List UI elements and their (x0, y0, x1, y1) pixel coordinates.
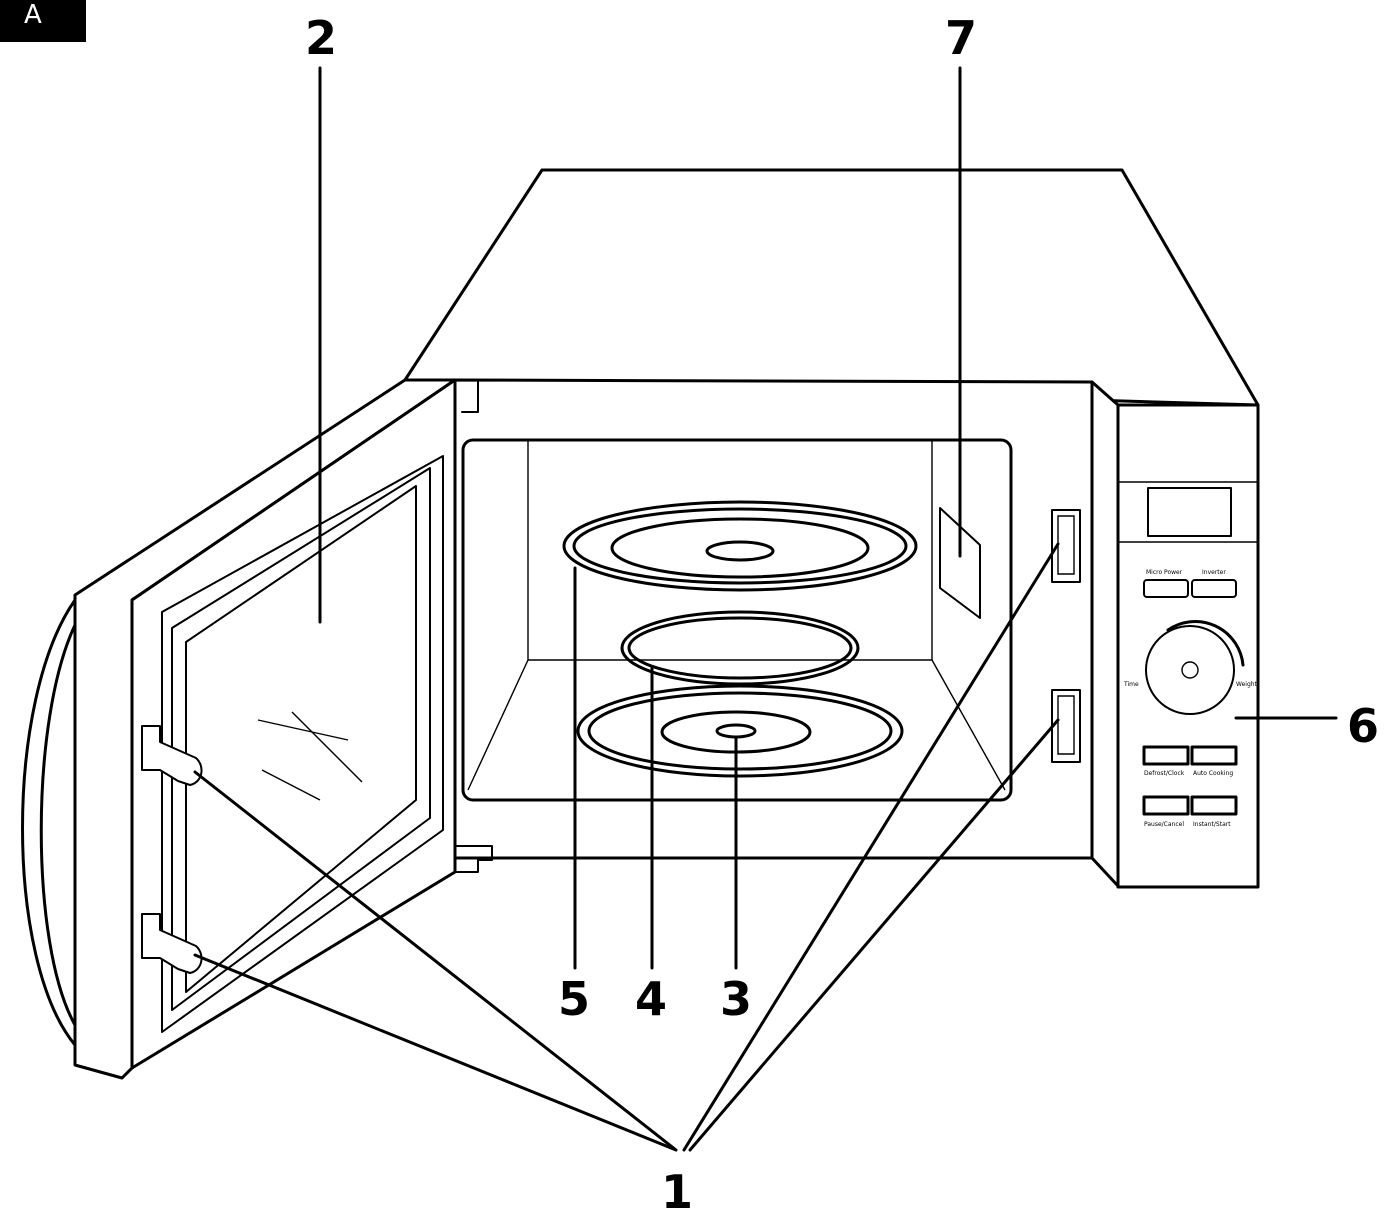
waveguide-cover (939, 507, 981, 619)
cabinet-top (403, 168, 1260, 407)
micro-power-button[interactable] (1143, 579, 1189, 598)
turntable-outer (562, 500, 918, 592)
turntable-center (705, 540, 775, 562)
callout-7: 7 (945, 11, 977, 65)
door-inner-frame (161, 455, 444, 1033)
coupler-base-outer (576, 684, 904, 778)
panel-label-defrost-clock: Defrost/Clock (1144, 770, 1185, 777)
panel-label-pause-cancel: Pause/Cancel (1144, 821, 1184, 828)
inverter-button[interactable] (1191, 579, 1237, 598)
defrost-clock-button[interactable] (1142, 745, 1190, 766)
pause-cancel-button[interactable] (1142, 795, 1190, 816)
leader-1a (193, 770, 678, 1152)
coupler-base-rim (587, 691, 893, 771)
turntable-inner (610, 517, 870, 579)
instant-start-button[interactable] (1190, 795, 1238, 816)
panel-label-micro-power: Micro Power (1146, 569, 1183, 576)
callout-1: 1 (661, 1165, 693, 1215)
callout-4: 4 (635, 972, 667, 1026)
control-panel-side (1090, 380, 1120, 888)
turntable-rim (572, 507, 908, 585)
callout-6: 6 (1347, 699, 1379, 753)
panel-label-inverter: Inverter (1202, 569, 1226, 576)
door-gasket (171, 467, 431, 1011)
panel-label-instant-start: Instant/Start (1193, 821, 1231, 828)
panel-label-auto-cooking: Auto Cooking (1193, 770, 1233, 777)
roller-ring-inner (627, 616, 853, 680)
panel-label-time: Time (1123, 681, 1139, 688)
door-hook-lower (141, 913, 203, 974)
figure-tag: A (0, 0, 86, 42)
dial-center (1181, 661, 1199, 679)
hinge-bottom (454, 845, 493, 873)
control-dial[interactable] (1145, 625, 1235, 715)
callout-3: 3 (720, 972, 752, 1026)
callout-2: 2 (305, 11, 337, 65)
hinge-top (454, 379, 479, 413)
leader-1d (688, 718, 1060, 1152)
interlock-slot-lower (1051, 689, 1081, 763)
interlock-slot-upper (1051, 509, 1081, 583)
leader-1b (193, 953, 678, 1152)
panel-label-weight: Weight (1236, 681, 1258, 688)
door-handle-outer (21, 598, 77, 1047)
door-window (185, 485, 417, 993)
dial-arc (1166, 620, 1245, 667)
display-window (1147, 487, 1232, 537)
roller-ring-outer (620, 610, 860, 686)
leader-1c (682, 542, 1060, 1152)
callout-5: 5 (558, 972, 590, 1026)
door-handle-inner (39, 623, 77, 1027)
auto-cooking-button[interactable] (1190, 745, 1238, 766)
